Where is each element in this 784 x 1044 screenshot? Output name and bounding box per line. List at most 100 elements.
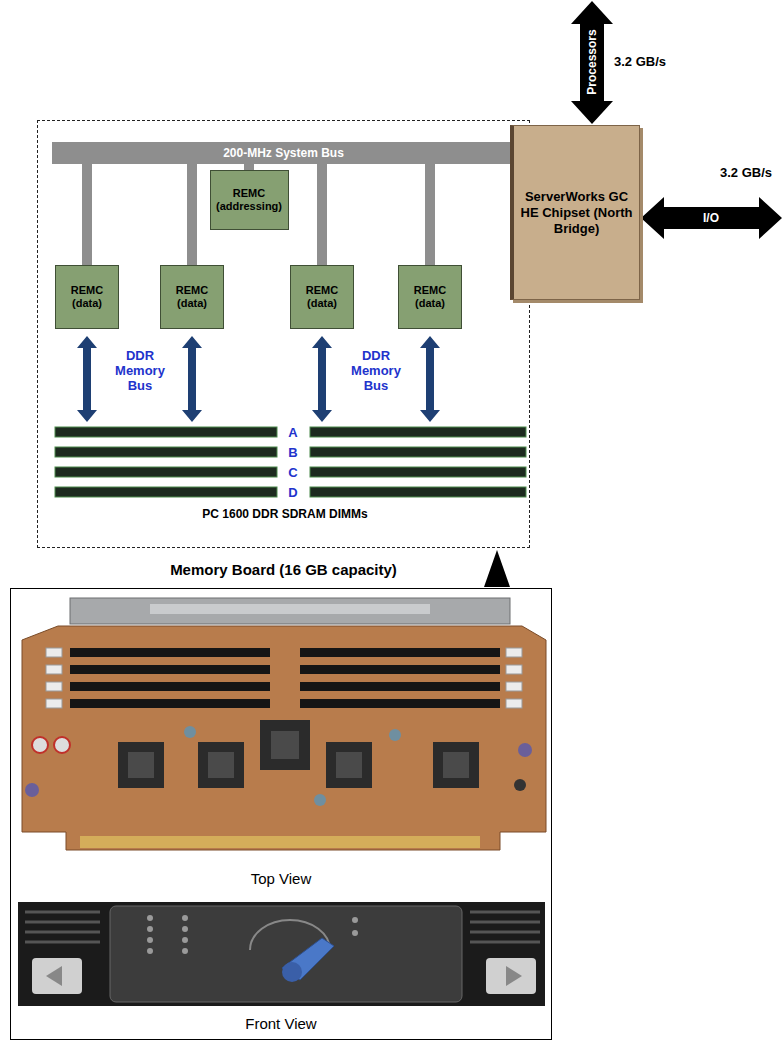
- side-tab: [32, 958, 82, 994]
- dimm: [310, 467, 526, 477]
- dimm-slot: [300, 665, 500, 674]
- latch: [46, 699, 62, 708]
- north-bridge-chipset: ServerWorks GC HE Chipset (North Bridge): [510, 125, 640, 300]
- led: [147, 937, 153, 943]
- arrow-label: I/O: [703, 211, 719, 225]
- capacitor: [54, 737, 70, 753]
- bus-name: DDR Memory Bus: [338, 348, 414, 393]
- led: [182, 926, 188, 932]
- bus-name: DDR Memory Bus: [102, 348, 178, 393]
- dimm-slot: [300, 682, 500, 691]
- system-bus: 200-MHz System Bus: [52, 142, 515, 164]
- capacitor: [25, 783, 39, 797]
- board-rail-highlight: [150, 604, 430, 614]
- dimm: [55, 447, 277, 457]
- dimm-slot: [70, 682, 270, 691]
- chip-die: [336, 752, 362, 778]
- bus-connector: [425, 164, 435, 265]
- bus-label: 200-MHz System Bus: [223, 146, 344, 160]
- ddr-arrow: [77, 336, 97, 422]
- bandwidth-label: 3.2 GB/s: [720, 165, 772, 180]
- latch: [46, 665, 62, 674]
- latch: [506, 699, 522, 708]
- front-view-photo: [18, 902, 545, 1006]
- dimm: [55, 467, 277, 477]
- slot-latches: [46, 648, 522, 708]
- top-view-photo: [22, 598, 546, 850]
- io-arrow: [641, 197, 782, 239]
- vent: [25, 931, 100, 934]
- board-caption: Memory Board (16 GB capacity): [38, 561, 529, 578]
- chip-die: [443, 752, 469, 778]
- chip-label: REMC (data): [295, 284, 349, 310]
- capacitor: [389, 729, 401, 741]
- led: [182, 937, 188, 943]
- chip: [118, 742, 164, 788]
- remc-chip: REMC (data): [160, 265, 224, 329]
- capacitors: [25, 726, 532, 806]
- led: [352, 917, 358, 923]
- chip-die: [128, 752, 154, 778]
- chip-label: REMC (data): [60, 284, 114, 310]
- led: [182, 915, 188, 921]
- edge-connector: [80, 836, 480, 848]
- lever-hub: [282, 962, 302, 982]
- pointer-triangle: [484, 550, 510, 587]
- chip-label: REMC (addressing): [215, 187, 284, 213]
- ddr-arrow: [312, 336, 332, 422]
- row-letter: B: [288, 445, 297, 460]
- led: [147, 948, 153, 954]
- view-caption: Front View: [11, 1015, 551, 1032]
- pcb: [22, 626, 546, 850]
- ddr-arrow: [182, 336, 202, 422]
- dimm: [310, 487, 526, 497]
- photo-panel: Top ViewFront View: [10, 588, 552, 1040]
- front-panel: [110, 906, 462, 1002]
- ddr-arrow: [420, 336, 440, 422]
- remc-chip: REMC (data): [290, 265, 354, 329]
- bandwidth-label: 3.2 GB/s: [614, 54, 666, 69]
- chip: [326, 742, 372, 788]
- latch: [46, 648, 62, 657]
- led: [352, 930, 358, 936]
- capacitor: [32, 737, 48, 753]
- chip-die: [271, 731, 299, 759]
- chip-die: [208, 752, 234, 778]
- tab-arrow: [46, 966, 62, 986]
- vent: [25, 911, 100, 914]
- chips: [118, 720, 479, 788]
- chip-label: REMC (data): [165, 284, 219, 310]
- latch: [46, 682, 62, 691]
- memory-board-outline: Memory Board (16 GB capacity)200-MHz Sys…: [37, 120, 530, 548]
- remc-chip: REMC (data): [398, 265, 462, 329]
- bus-connector: [82, 164, 92, 265]
- remc-chip: REMC (data): [55, 265, 119, 329]
- ddr-arrows: [77, 336, 440, 422]
- dimm: [55, 487, 277, 497]
- vent: [25, 941, 100, 944]
- chip: [433, 742, 479, 788]
- row-letter: A: [288, 425, 297, 440]
- dimm-slot: [70, 699, 270, 708]
- dimm-slot: [300, 648, 500, 657]
- chipset-label: ServerWorks GC HE Chipset (North Bridge): [520, 189, 633, 237]
- dimm-slots: [70, 648, 500, 708]
- capacitor: [514, 779, 526, 791]
- chip-label: REMC (data): [403, 284, 457, 310]
- dimm-slot: [70, 665, 270, 674]
- latch: [506, 648, 522, 657]
- dimm: [310, 447, 526, 457]
- row-letter: C: [288, 465, 297, 480]
- dimm-slot: [300, 699, 500, 708]
- vent: [470, 941, 540, 944]
- vent: [470, 911, 540, 914]
- vent: [470, 931, 540, 934]
- side-tab: [486, 958, 536, 994]
- dimm: [55, 427, 277, 437]
- led: [182, 948, 188, 954]
- bus-connector: [317, 164, 327, 265]
- row-letter: D: [288, 485, 297, 500]
